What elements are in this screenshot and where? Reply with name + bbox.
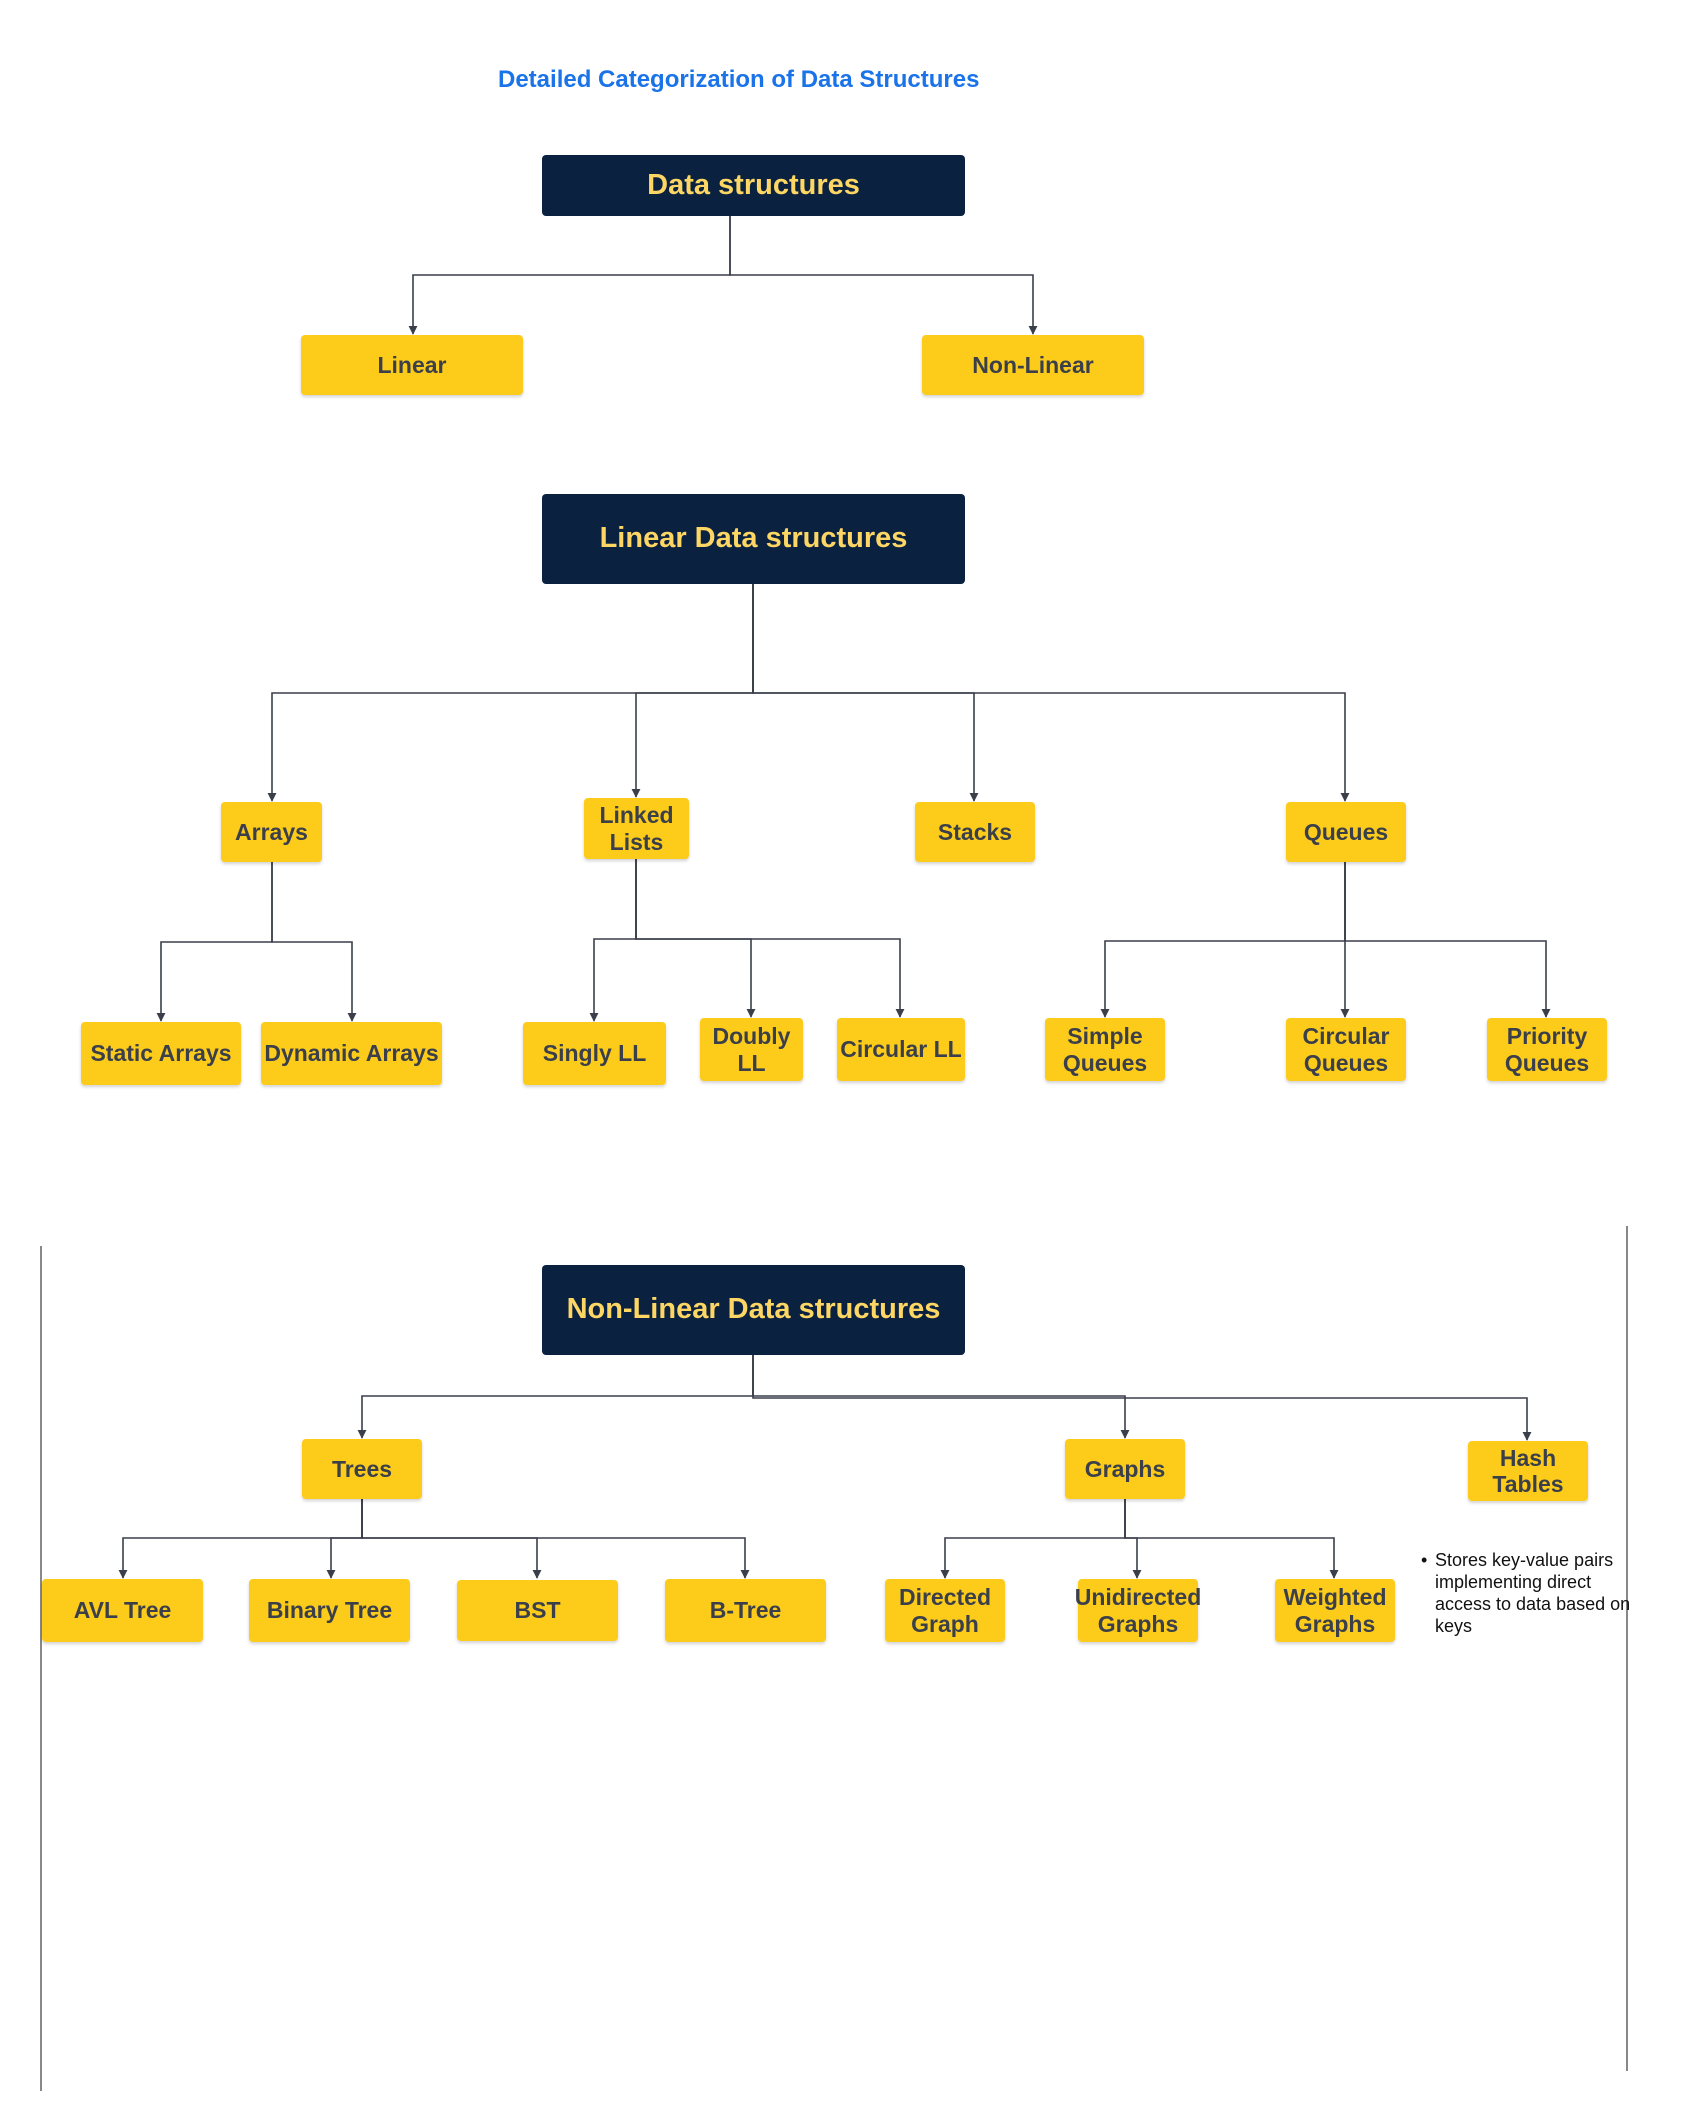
connector [752, 1355, 1532, 1441]
root-non-linear-data-structures[interactable]: Non-Linear Data structures [542, 1265, 965, 1355]
node-singly-ll[interactable]: Singly LL [523, 1022, 666, 1085]
node-weighted-graphs[interactable]: Weighted Graphs [1275, 1579, 1395, 1642]
node-queues[interactable]: Queues [1286, 802, 1406, 862]
node-stacks[interactable]: Stacks [915, 802, 1035, 862]
bullet-icon: • [1421, 1550, 1428, 1570]
node-circular-ll[interactable]: Circular LL [837, 1018, 965, 1081]
connector [1100, 862, 1346, 1018]
connector [635, 859, 756, 1018]
connector [118, 1499, 363, 1579]
node-dynamic-arrays[interactable]: Dynamic Arrays [261, 1022, 442, 1085]
hash-tables-note: • Stores key-value pairs implementing di… [1421, 1549, 1646, 1637]
node-linked-lists[interactable]: Linked Lists [584, 798, 689, 859]
node-priority-queues[interactable]: Priority Queues [1487, 1018, 1607, 1081]
node-b-tree[interactable]: B-Tree [665, 1579, 826, 1642]
connector [589, 859, 637, 1022]
node-non-linear[interactable]: Non-Linear [922, 335, 1144, 395]
node-binary-tree[interactable]: Binary Tree [249, 1579, 410, 1642]
connector [752, 1355, 1130, 1439]
node-arrays[interactable]: Arrays [221, 802, 322, 862]
connector [940, 1499, 1126, 1579]
connector [729, 216, 1038, 335]
node-bst[interactable]: BST [457, 1580, 618, 1641]
node-hash-tables[interactable]: Hash Tables [1468, 1441, 1588, 1501]
connector [635, 859, 905, 1018]
connector [408, 216, 731, 335]
node-simple-queues[interactable]: Simple Queues [1045, 1018, 1165, 1081]
connector [361, 1499, 750, 1579]
connector [752, 584, 1350, 802]
node-unidirected-graphs[interactable]: Unidirected Graphs [1075, 1579, 1201, 1642]
connector [156, 862, 273, 1022]
node-directed-graph[interactable]: Directed Graph [885, 1579, 1005, 1642]
connector [1124, 1499, 1339, 1579]
connector [357, 1355, 754, 1439]
node-avl-tree[interactable]: AVL Tree [42, 1579, 203, 1642]
connector [326, 1499, 363, 1579]
connector [1344, 862, 1551, 1018]
connector [271, 862, 357, 1022]
node-static-arrays[interactable]: Static Arrays [81, 1022, 241, 1085]
node-graphs[interactable]: Graphs [1065, 1439, 1185, 1499]
connector [631, 584, 754, 798]
node-trees[interactable]: Trees [302, 1439, 422, 1499]
hash-tables-note-text: Stores key-value pairs implementing dire… [1435, 1550, 1631, 1636]
node-circular-queues[interactable]: Circular Queues [1286, 1018, 1406, 1081]
root-data-structures[interactable]: Data structures [542, 155, 965, 216]
root-linear-data-structures[interactable]: Linear Data structures [542, 494, 965, 584]
node-linear[interactable]: Linear [301, 335, 523, 395]
page-title: Detailed Categorization of Data Structur… [498, 66, 980, 93]
node-doubly-ll[interactable]: Doubly LL [700, 1018, 803, 1081]
